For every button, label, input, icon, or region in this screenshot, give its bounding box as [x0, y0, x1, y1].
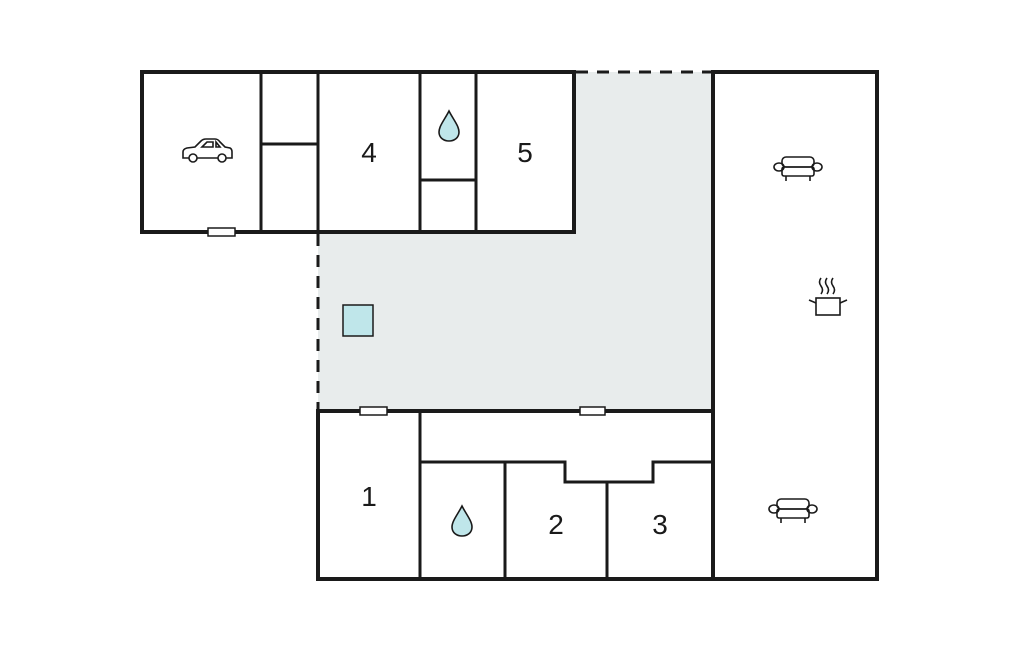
car-icon [182, 138, 233, 163]
courtyard-area [318, 72, 713, 411]
sofa-icon [773, 156, 823, 181]
window [207, 227, 236, 237]
bottom-wing-outline [316, 409, 715, 581]
pool-icon [342, 304, 374, 337]
water-drop-icon [451, 504, 473, 537]
water-drop-icon [438, 109, 460, 142]
room-label-1: 1 [361, 481, 377, 512]
room-label-2: 2 [548, 509, 564, 540]
room-label-3: 3 [652, 509, 668, 540]
window [359, 406, 388, 416]
wall [420, 460, 713, 484]
room-label-5: 5 [517, 137, 533, 168]
window [579, 406, 606, 416]
cooking-pot-icon [808, 277, 848, 316]
sofa-icon [768, 498, 818, 523]
top-wing-outline [140, 70, 576, 234]
right-wing-outline [711, 70, 879, 581]
room-label-4: 4 [361, 137, 377, 168]
